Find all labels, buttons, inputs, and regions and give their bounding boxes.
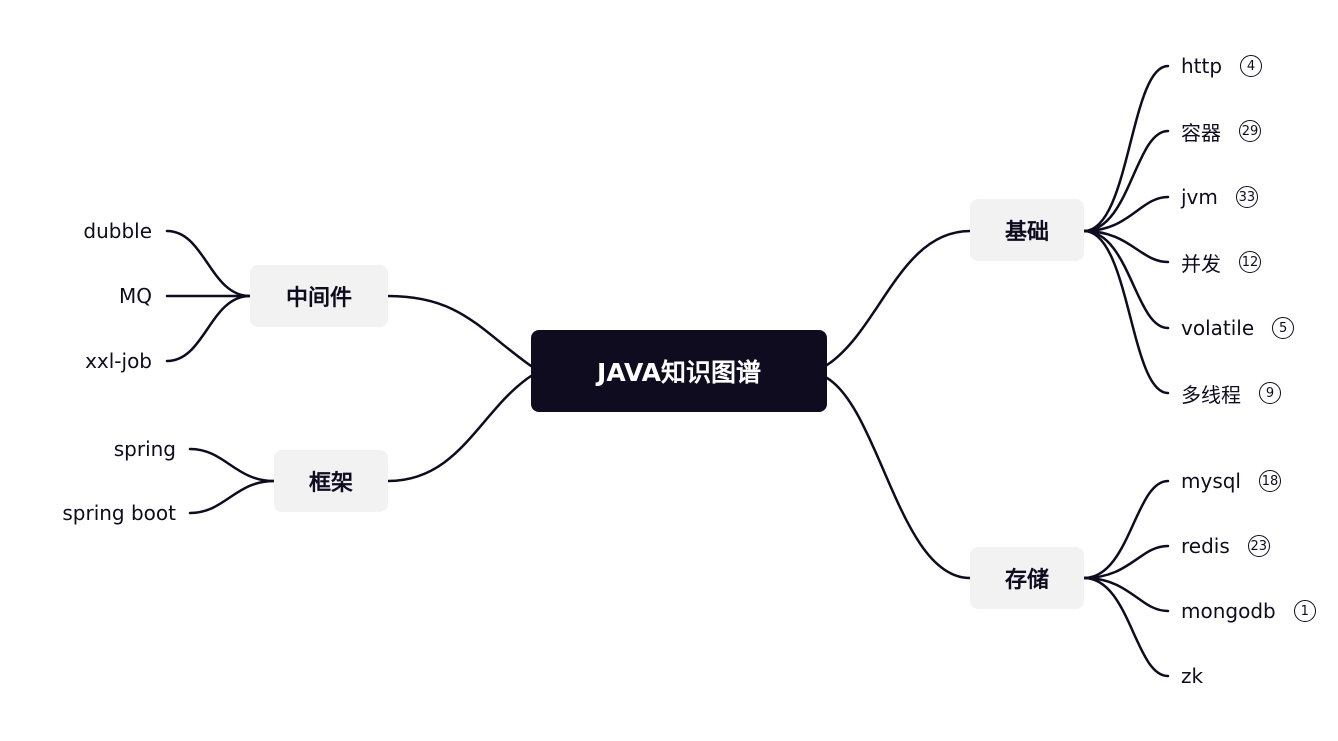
link-bingfa — [1082, 229, 1170, 264]
count-badge: 18 — [1259, 470, 1281, 492]
root-node[interactable]: JAVA知识图谱 — [531, 330, 827, 412]
branch-node-cunchu[interactable]: 存储 — [970, 547, 1084, 609]
leaf-node[interactable]: MQ — [119, 283, 152, 309]
leaf-node[interactable]: zk — [1181, 663, 1203, 689]
count-badge: 5 — [1272, 317, 1295, 339]
link-mysql — [1082, 479, 1170, 580]
leaf-label: http — [1181, 54, 1223, 78]
count-badge: 9 — [1259, 382, 1281, 404]
branch-node-zhongjianjian[interactable]: 中间件 — [250, 265, 388, 327]
leaf-node[interactable]: mongodb 1 — [1181, 598, 1316, 624]
leaf-node[interactable]: xxl-job — [85, 348, 152, 374]
count-badge: 1 — [1293, 600, 1316, 622]
link-springboot — [188, 479, 276, 515]
leaf-node[interactable]: 并发 12 — [1181, 249, 1261, 276]
leaf-node[interactable]: 容器 29 — [1181, 118, 1261, 145]
link-volatile — [1082, 229, 1170, 330]
link-duoxiancheng — [1082, 229, 1170, 395]
count-badge: 33 — [1235, 186, 1258, 208]
branch-label: 中间件 — [285, 286, 352, 311]
leaf-node[interactable]: http 4 — [1181, 53, 1263, 79]
leaf-node[interactable]: 多线程 9 — [1181, 380, 1281, 407]
leaf-label: 多线程 — [1181, 382, 1241, 407]
link-xxljob — [165, 294, 252, 363]
link-jvm — [1082, 195, 1170, 233]
link-root-jichu — [825, 229, 972, 367]
leaf-node[interactable]: dubble — [83, 218, 152, 244]
branch-label: 存储 — [1004, 568, 1049, 593]
branch-label: 基础 — [1004, 220, 1049, 245]
count-badge: 4 — [1240, 55, 1263, 77]
leaf-node[interactable]: volatile 5 — [1181, 315, 1295, 341]
link-dubble — [165, 229, 252, 298]
count-badge: 23 — [1247, 535, 1270, 557]
leaf-label: dubble — [83, 219, 152, 243]
leaf-label: mongodb — [1181, 599, 1276, 623]
branch-node-kuangjia[interactable]: 框架 — [274, 450, 388, 512]
link-zk — [1082, 576, 1170, 678]
root-label: JAVA知识图谱 — [597, 358, 761, 387]
leaf-label: MQ — [119, 284, 152, 308]
leaf-label: redis — [1181, 534, 1230, 558]
leaf-label: volatile — [1181, 316, 1255, 340]
leaf-label: jvm — [1181, 185, 1218, 209]
leaf-label: spring boot — [62, 501, 176, 525]
leaf-node[interactable]: jvm 33 — [1181, 184, 1258, 210]
link-redis — [1082, 544, 1170, 580]
leaf-label: zk — [1181, 664, 1204, 688]
leaf-label: spring — [113, 437, 176, 461]
leaf-node[interactable]: spring — [114, 436, 176, 462]
link-http — [1082, 64, 1170, 233]
count-badge: 12 — [1239, 251, 1261, 273]
link-root-cunchu — [825, 376, 972, 580]
count-badge: 29 — [1239, 120, 1261, 142]
link-rongqi — [1082, 129, 1170, 233]
link-mongodb — [1082, 576, 1170, 613]
leaf-label: mysql — [1181, 469, 1241, 493]
link-root-kuangjia — [386, 374, 533, 483]
link-spring — [188, 447, 276, 483]
leaf-node[interactable]: mysql 18 — [1181, 468, 1281, 494]
leaf-label: xxl-job — [85, 349, 152, 373]
branch-label: 框架 — [308, 471, 353, 496]
leaf-label: 容器 — [1181, 120, 1221, 145]
link-root-zhongjianjian — [386, 294, 533, 368]
leaf-node[interactable]: redis 23 — [1181, 533, 1270, 559]
branch-node-jichu[interactable]: 基础 — [970, 199, 1084, 261]
leaf-label: 并发 — [1181, 251, 1221, 276]
leaf-node[interactable]: spring boot — [62, 500, 176, 526]
